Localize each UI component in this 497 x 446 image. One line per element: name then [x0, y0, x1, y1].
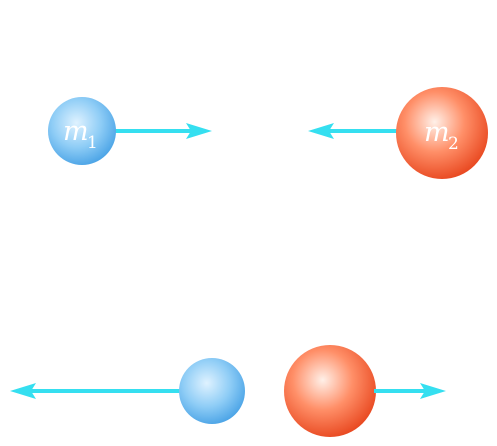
m2-label: m: [424, 117, 450, 148]
ball-m1: m 1: [48, 97, 116, 165]
ball-m1-after: [179, 358, 245, 424]
ball-m2: m 2: [396, 87, 488, 179]
ball-m2-after: [284, 345, 376, 437]
m1-velocity-arrow-after: [10, 383, 182, 399]
m2-velocity-arrow-after: [374, 383, 446, 399]
after-collision: [10, 345, 446, 437]
m2-velocity-arrow-before: [308, 123, 402, 139]
m1-velocity-arrow-before: [112, 123, 212, 139]
m2-subscript: 2: [448, 134, 459, 154]
m1-subscript: 1: [87, 133, 98, 153]
m1-label: m: [63, 116, 89, 147]
before-collision: m 1 m 2: [48, 87, 488, 179]
